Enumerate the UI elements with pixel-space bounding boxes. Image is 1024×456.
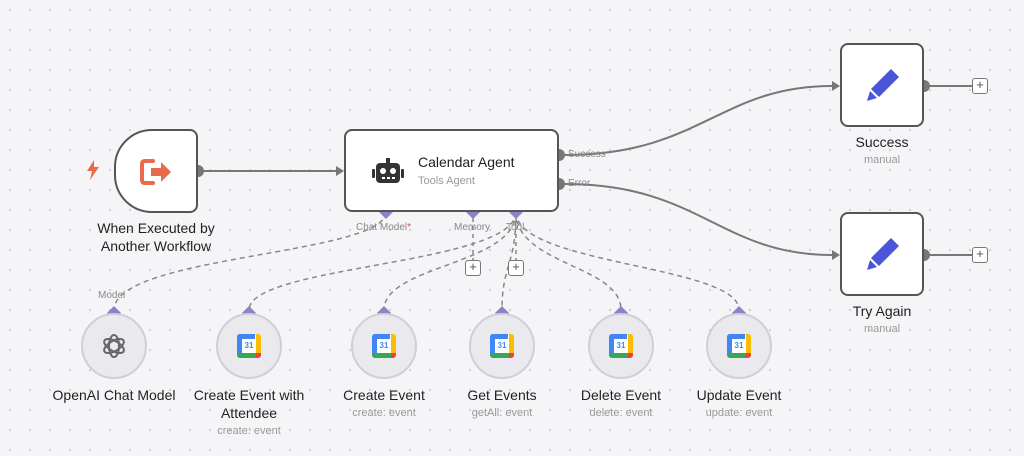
get-events-node[interactable]: 31 [469, 313, 535, 379]
agent-subtitle: Tools Agent [418, 175, 475, 187]
model-port-label: Model [98, 290, 126, 301]
edge-tool-delete-event [515, 211, 622, 311]
trigger-node[interactable] [114, 129, 198, 213]
tool-port-label: Tool [506, 222, 525, 233]
google-calendar-icon: 31 [372, 334, 396, 358]
create-event-subtitle: create: event [352, 407, 416, 419]
add-memory-button[interactable]: + [465, 260, 481, 276]
success-subtitle: manual [863, 154, 901, 166]
create-event-attendee-node[interactable]: 31 [216, 313, 282, 379]
delete-event-subtitle: delete: event [589, 407, 653, 419]
arrow-tryagain-input [832, 250, 840, 260]
calendar-agent-node[interactable]: Calendar Agent Tools Agent [344, 129, 559, 212]
memory-port-label: Memory [454, 222, 491, 233]
get-events-title: Get Events [467, 387, 537, 403]
agent-title: Calendar Agent [418, 154, 515, 170]
error-port-label: Error [568, 178, 591, 189]
google-calendar-icon: 31 [609, 334, 633, 358]
google-calendar-icon: 31 [237, 334, 261, 358]
calendar-day: 31 [614, 339, 628, 353]
openai-chat-model-node[interactable] [81, 313, 147, 379]
required-marker: * [407, 222, 412, 233]
delete-event-title: Delete Event [580, 387, 662, 403]
update-event-node[interactable]: 31 [706, 313, 772, 379]
calendar-day: 31 [732, 339, 746, 353]
openai-title: OpenAI Chat Model [52, 387, 176, 403]
calendar-day: 31 [495, 339, 509, 353]
calendar-day: 31 [377, 339, 391, 353]
openai-logo-icon [103, 334, 125, 358]
chat-model-port-label: Chat Model* [356, 222, 411, 233]
update-event-subtitle: update: event [705, 407, 773, 419]
create-event-node[interactable]: 31 [351, 313, 417, 379]
arrow-success-input [832, 81, 840, 91]
add-after-tryagain-button[interactable]: + [972, 247, 988, 263]
try-again-title: Try Again [852, 303, 912, 319]
try-again-subtitle: manual [863, 323, 901, 335]
update-event-title: Update Event [696, 387, 782, 403]
pencil-icon [867, 69, 899, 101]
edge-error-branch [564, 183, 833, 256]
delete-event-node[interactable]: 31 [588, 313, 654, 379]
add-tool-button[interactable]: + [508, 260, 524, 276]
edge-tool-update-event [515, 211, 740, 311]
trigger-title: When Executed by Another Workflow [97, 220, 215, 254]
add-after-success-button[interactable]: + [972, 78, 988, 94]
exit-arrow-icon [140, 159, 171, 185]
google-calendar-icon: 31 [727, 334, 751, 358]
success-title: Success [855, 134, 909, 150]
pencil-icon [867, 238, 899, 270]
try-again-node[interactable] [840, 212, 924, 296]
calendar-day: 31 [242, 339, 256, 353]
google-calendar-icon: 31 [490, 334, 514, 358]
edge-success-branch [564, 85, 833, 156]
success-port-label: Success [568, 149, 606, 160]
success-node[interactable] [840, 43, 924, 127]
robot-icon [372, 158, 404, 183]
create-event-title: Create Event [343, 387, 425, 403]
arrow-agent-input [336, 166, 344, 176]
get-events-subtitle: getAll: event [471, 407, 533, 419]
create-event-attendee-subtitle: create: event [217, 425, 281, 437]
lightning-icon [87, 160, 99, 180]
create-event-attendee-title: Create Event with Attendee [193, 387, 305, 421]
chat-model-label: Chat Model [356, 222, 408, 233]
